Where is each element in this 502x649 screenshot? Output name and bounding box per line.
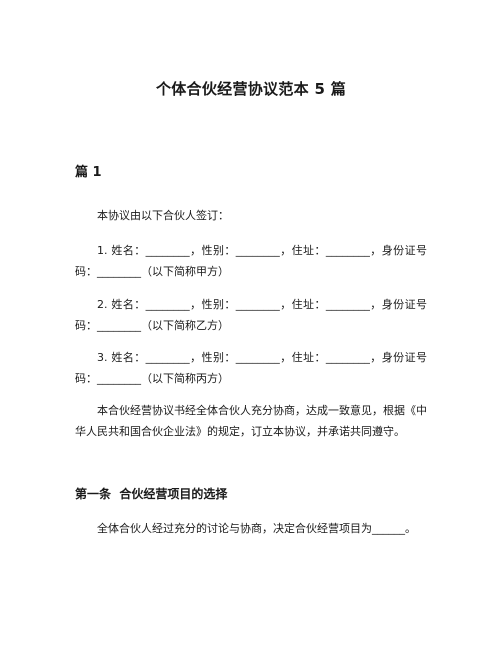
party-c-paragraph: 3. 姓名：________，性别：________，住址：________，身… — [75, 351, 427, 385]
preamble-paragraph: 本合伙经营协议书经全体合伙人充分协商，达成一致意见，根据《中华人民共和国合伙企业… — [75, 404, 427, 438]
article-1-heading: 第一条 合伙经营项目的选择 — [75, 487, 228, 501]
section-heading: 篇 1 — [75, 165, 102, 180]
party-b-paragraph: 2. 姓名：________，性别：________，住址：________，身… — [75, 298, 427, 332]
intro-paragraph: 本协议由以下合伙人签订： — [97, 209, 229, 222]
article-1-paragraph: 全体合伙人经过充分的讨论与协商，决定合伙经营项目为______。 — [97, 522, 416, 535]
document-title: 个体合伙经营协议范本 5 篇 — [155, 80, 347, 98]
party-a-paragraph: 1. 姓名：________，性别：________，住址：________，身… — [75, 244, 427, 278]
